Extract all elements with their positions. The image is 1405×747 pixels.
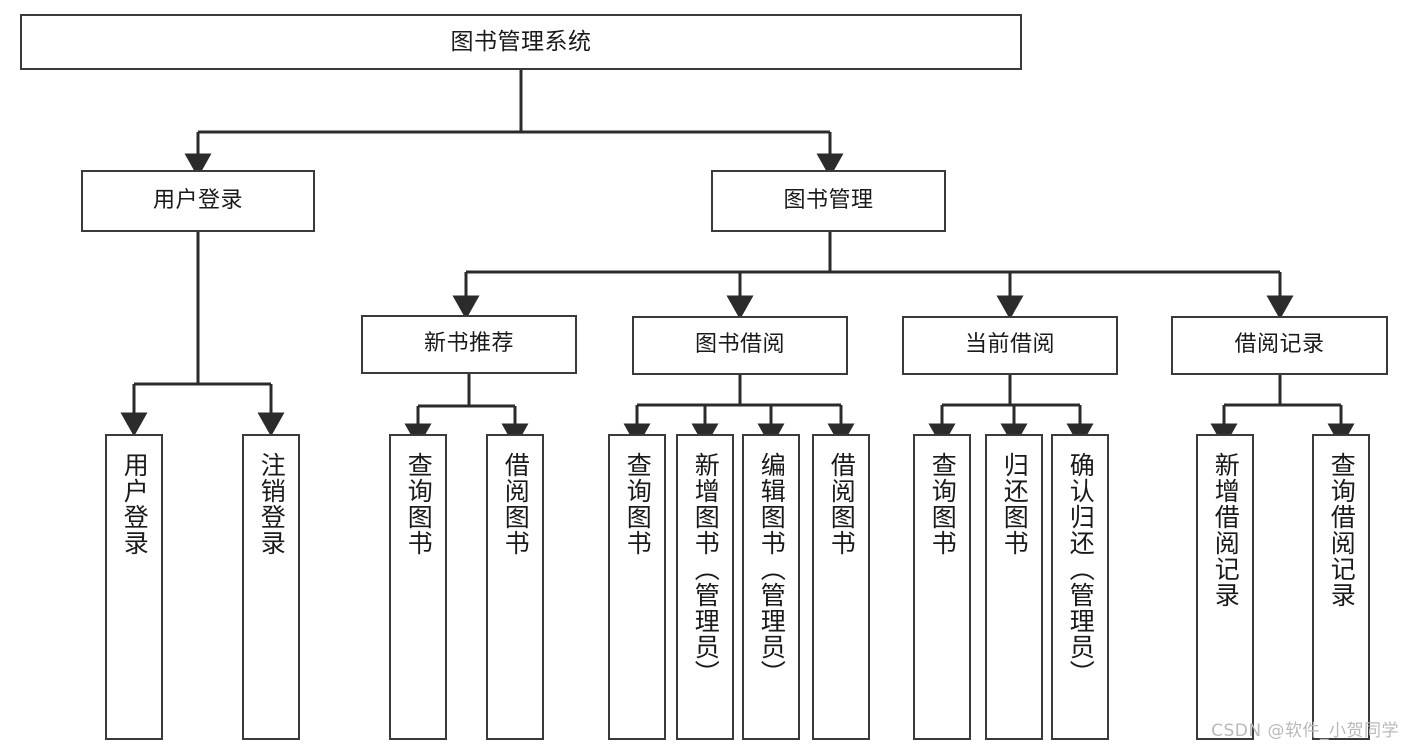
node-label: 借阅图书 bbox=[501, 452, 531, 556]
node-leaf-query-book-borrow[interactable]: 查询图书 bbox=[608, 434, 666, 740]
node-label: 图书管理系统 bbox=[450, 28, 592, 55]
node-leaf-edit-book-admin[interactable]: 编辑图书（管理员） bbox=[742, 434, 800, 740]
node-label: 查询借阅记录 bbox=[1327, 452, 1357, 608]
node-label: 查询图书 bbox=[928, 452, 958, 556]
node-leaf-add-borrow-record[interactable]: 新增借阅记录 bbox=[1196, 434, 1254, 740]
node-book-management[interactable]: 图书管理 bbox=[711, 170, 946, 232]
node-book-borrow[interactable]: 图书借阅 bbox=[632, 316, 848, 375]
node-label: 当前借阅 bbox=[964, 332, 1055, 358]
watermark-text: CSDN @软件_小贺同学 bbox=[1211, 721, 1399, 741]
node-leaf-return-book[interactable]: 归还图书 bbox=[985, 434, 1043, 740]
node-leaf-borrow-book[interactable]: 借阅图书 bbox=[812, 434, 870, 740]
node-label: 用户登录 bbox=[152, 187, 243, 213]
node-label: 新增图书（管理员） bbox=[691, 452, 721, 686]
node-label: 归还图书 bbox=[1000, 452, 1030, 556]
node-leaf-confirm-return-admin[interactable]: 确认归还（管理员） bbox=[1051, 434, 1109, 740]
node-label: 注销登录 bbox=[257, 452, 287, 556]
node-borrow-record[interactable]: 借阅记录 bbox=[1171, 316, 1388, 375]
node-leaf-query-book-new[interactable]: 查询图书 bbox=[389, 434, 447, 740]
node-label: 新书推荐 bbox=[423, 331, 514, 357]
node-label: 编辑图书（管理员） bbox=[757, 452, 787, 686]
node-label: 用户登录 bbox=[120, 452, 150, 556]
node-root-system[interactable]: 图书管理系统 bbox=[20, 14, 1022, 70]
node-label: 查询图书 bbox=[623, 452, 653, 556]
node-label: 确认归还（管理员） bbox=[1066, 452, 1096, 686]
node-label: 借阅记录 bbox=[1234, 332, 1325, 358]
node-leaf-query-book-current[interactable]: 查询图书 bbox=[913, 434, 971, 740]
node-leaf-logout[interactable]: 注销登录 bbox=[242, 434, 300, 740]
node-leaf-borrow-book-new[interactable]: 借阅图书 bbox=[486, 434, 544, 740]
node-label: 查询图书 bbox=[404, 452, 434, 556]
node-user-login[interactable]: 用户登录 bbox=[81, 170, 315, 232]
node-leaf-user-login[interactable]: 用户登录 bbox=[105, 434, 163, 740]
node-current-borrow[interactable]: 当前借阅 bbox=[902, 316, 1118, 375]
node-label: 图书管理 bbox=[783, 187, 874, 213]
node-new-book-recommend[interactable]: 新书推荐 bbox=[361, 315, 577, 374]
node-label: 新增借阅记录 bbox=[1211, 452, 1241, 608]
node-label: 图书借阅 bbox=[694, 332, 785, 358]
node-leaf-add-book-admin[interactable]: 新增图书（管理员） bbox=[676, 434, 734, 740]
node-leaf-query-borrow-record[interactable]: 查询借阅记录 bbox=[1312, 434, 1370, 740]
node-label: 借阅图书 bbox=[827, 452, 857, 556]
